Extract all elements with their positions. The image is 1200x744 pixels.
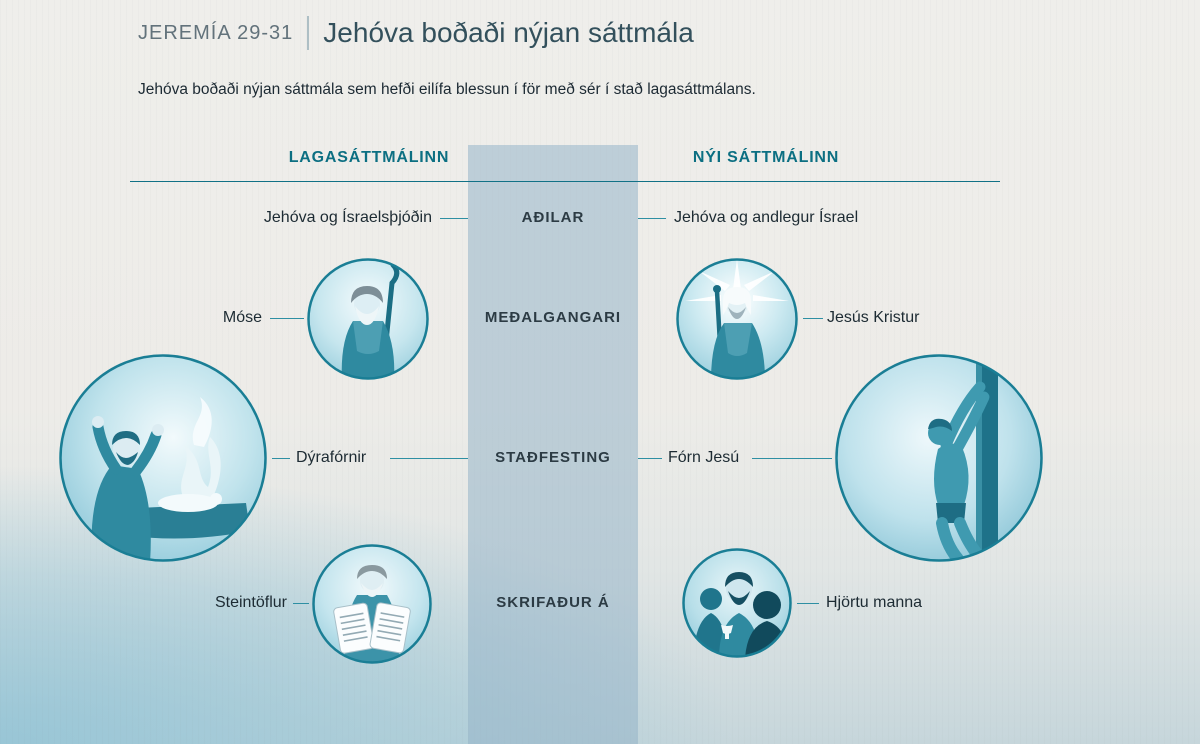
column-header-law-covenant: LAGASÁTTMÁLINN — [288, 149, 450, 166]
stone-tablets-icon — [312, 544, 432, 664]
title-separator — [307, 16, 310, 50]
scripture-reference: JEREMÍA 29-31 — [138, 21, 294, 44]
group-of-people-icon — [682, 548, 792, 658]
moses-with-staff-icon — [307, 258, 429, 380]
connector-line — [638, 458, 662, 459]
illustration-mediator-right — [675, 257, 799, 381]
category-label-written-on: SKRIFAÐUR Á — [496, 594, 610, 611]
connector-line — [440, 218, 468, 219]
column-header-new-covenant: NÝI SÁTTMÁLINN — [692, 149, 840, 166]
divider-line — [130, 181, 1000, 182]
illustration-mediator-left — [306, 257, 430, 381]
priest-sacrifice-fire-icon — [59, 354, 267, 562]
row-written-right-label: Hjörtu manna — [826, 594, 923, 611]
light-rays-icon — [685, 259, 789, 301]
row-parties-left-label: Jehóva og Ísraelsþjóðin — [263, 209, 432, 226]
connector-line — [797, 603, 819, 604]
connector-line — [293, 603, 309, 604]
illustration-confirmation-left — [58, 353, 268, 563]
connector-line — [803, 318, 823, 319]
illustration-confirmation-right — [834, 353, 1044, 563]
connector-line — [752, 458, 832, 459]
center-band — [468, 145, 638, 744]
row-mediator-right-label: Jesús Kristur — [827, 309, 920, 326]
connector-line — [270, 318, 304, 319]
jesus-on-stake-icon — [835, 354, 1043, 562]
row-mediator-left-label: Móse — [222, 309, 262, 326]
row-confirmation-left-label: Dýrafórnir — [296, 449, 367, 466]
row-written-left-label: Steintöflur — [214, 594, 287, 611]
category-label-mediator: MEÐALGANGARI — [484, 309, 622, 326]
page-title: Jehóva boðaði nýjan sáttmála — [323, 17, 694, 48]
category-label-confirmation: STAÐFESTING — [495, 449, 611, 466]
header: JEREMÍA 29-31 Jehóva boðaði nýjan sáttmá… — [138, 16, 694, 50]
intro-text: Jehóva boðaði nýjan sáttmála sem hefði e… — [138, 81, 756, 98]
illustration-written-left — [311, 543, 433, 665]
connector-line — [272, 458, 290, 459]
connector-line — [638, 218, 666, 219]
illustration-written-right — [681, 547, 793, 659]
connector-line — [390, 458, 468, 459]
category-label-parties: AÐILAR — [521, 209, 585, 226]
row-parties-right-label: Jehóva og andlegur Ísrael — [674, 209, 859, 226]
row-confirmation-right-label: Fórn Jesú — [668, 449, 740, 466]
jesus-with-rod-icon — [676, 258, 798, 380]
